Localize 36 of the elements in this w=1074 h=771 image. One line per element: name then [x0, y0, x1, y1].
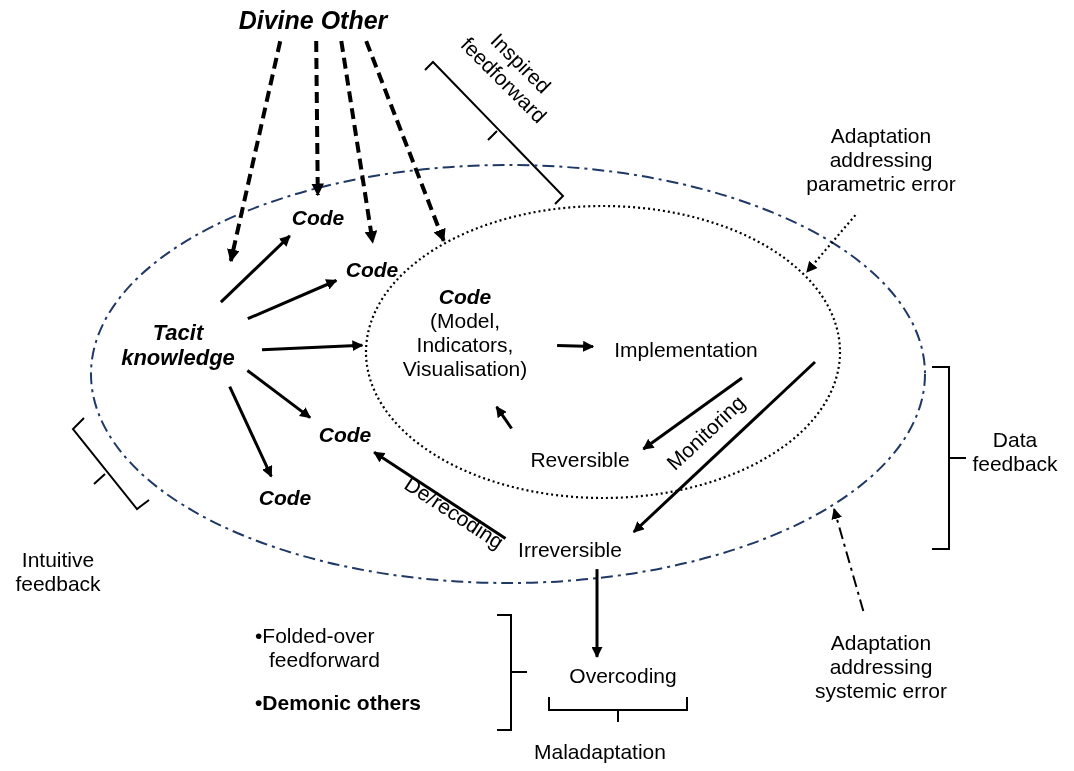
dashed-arrow	[227, 40, 283, 263]
concept-label: Overcoding	[562, 661, 684, 691]
arrow	[591, 569, 603, 658]
dashed-arrow	[364, 40, 446, 243]
arrow	[642, 376, 743, 451]
arrow	[632, 360, 817, 534]
concept-label: Divine Other	[223, 3, 403, 37]
dashed-arrow	[339, 40, 378, 244]
concept-label: Irreversible	[509, 535, 631, 565]
concept-label: Tacit knowledge	[112, 316, 244, 374]
dashed-arrow	[831, 507, 865, 613]
annotation-text: Intuitive feedback	[14, 547, 102, 597]
arrow	[228, 385, 273, 478]
annotation-text: Data feedback	[971, 427, 1059, 477]
concept-label: Code	[286, 203, 350, 233]
arrow	[261, 340, 364, 352]
concept-label: Implementation	[601, 335, 771, 365]
arrow	[247, 279, 338, 321]
annotation-text: Maladaptation	[533, 739, 667, 765]
concept-description: (Model, Indicators, Visualisation)	[401, 308, 529, 382]
concept-label: Code	[253, 483, 317, 513]
annotation-text: Adaptation addressing systemic error	[786, 615, 976, 719]
annotation-text: •Demonic others	[255, 690, 423, 716]
annotation-text: Adaptation addressing parametric error	[786, 108, 976, 212]
concept-heading: Code	[438, 284, 492, 309]
arrow	[557, 340, 595, 352]
concept-label: Code	[340, 255, 404, 285]
dashed-arrow	[311, 40, 325, 197]
dashed-arrow	[806, 214, 857, 273]
concept-label: Code	[313, 420, 377, 450]
arrow	[219, 234, 291, 304]
arrow	[373, 451, 507, 540]
arrow	[495, 406, 513, 430]
annotation-text: •Folded-over feedforward	[255, 623, 381, 673]
arrow	[246, 369, 311, 419]
concept-label: Reversible	[520, 445, 640, 475]
